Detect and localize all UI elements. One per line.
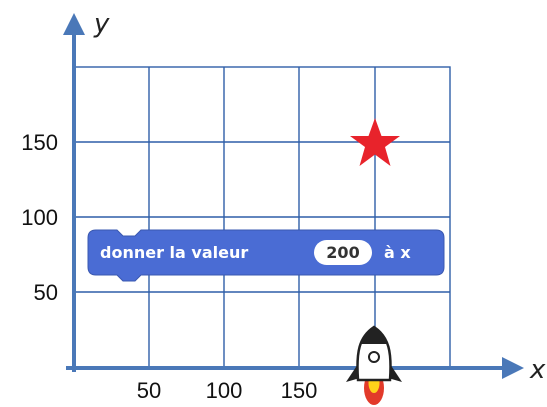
block-label-suffix: à x [384, 243, 411, 262]
y-tick-label: 150 [21, 130, 58, 155]
block-value-text[interactable]: 200 [326, 243, 359, 262]
set-x-block[interactable]: donner la valeur 200 à x [87, 229, 445, 282]
y-axis-label: y [93, 9, 110, 39]
x-tick-label: 50 [137, 378, 161, 403]
x-tick-label: 150 [281, 378, 318, 403]
y-tick-label: 50 [34, 280, 58, 305]
block-label-prefix: donner la valeur [100, 243, 248, 262]
block-value-input[interactable] [314, 240, 372, 265]
axes [63, 13, 524, 379]
x-axis-arrow [502, 357, 524, 379]
y-axis-arrow [63, 13, 85, 35]
rocket-icon [346, 325, 402, 405]
grid [73, 66, 451, 369]
x-axis-label: x [529, 355, 546, 385]
y-tick-label: 100 [21, 205, 58, 230]
star-icon [350, 118, 400, 166]
x-tick-label: 100 [206, 378, 243, 403]
